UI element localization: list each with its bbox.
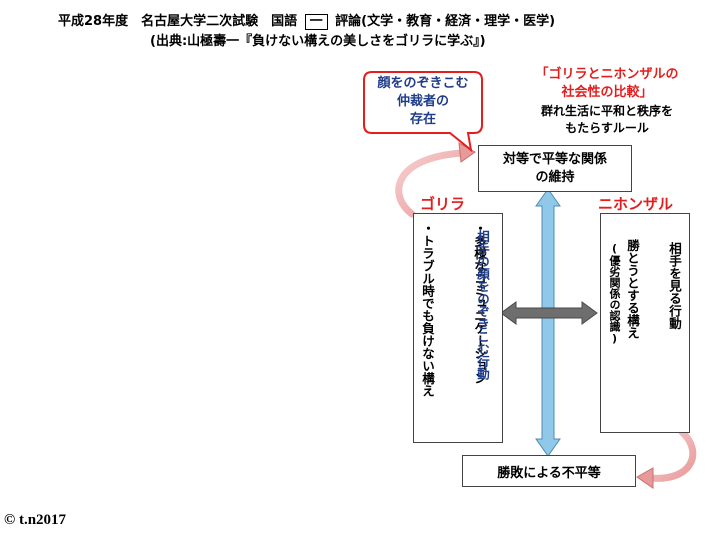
gorilla-line-2: ・トラブル時でも負けない構え <box>420 222 435 397</box>
monkey-box: 相手を見る行動 勝とうとする構え (優劣関係の認識) <box>600 213 690 433</box>
top-box: 対等で平等な関係 の維持 <box>478 145 632 192</box>
monkey-action: 相手を見る行動 <box>667 242 682 330</box>
top-box-text: 対等で平等な関係 の維持 <box>502 151 607 185</box>
comparison-title: 「ゴリラとニホンザルの 社会性の比較」 <box>535 67 679 100</box>
header-text-b: 評論(文学・教育・経済・理学・医学) <box>335 14 556 29</box>
header-boxed-number: 一 <box>304 14 328 30</box>
gorilla-action: 相手の顔をのぞきこむ行動 <box>475 230 490 380</box>
gorilla-label: ゴリラ <box>420 195 466 213</box>
monkey-line-1: 勝とうとする構え <box>625 239 640 339</box>
bottom-box-text: 勝敗による不平等 <box>497 465 601 481</box>
bottom-box: 勝敗による不平等 <box>462 455 636 487</box>
horizontal-double-arrow <box>500 301 598 325</box>
callout-text: 顔をのぞきこむ 仲裁者の 存在 <box>377 76 469 127</box>
monkey-line-2: (優劣関係の認識) <box>608 242 621 345</box>
vertical-double-arrow <box>535 188 561 457</box>
header-text-a: 平成28年度 名古屋大学二次試験 国語 <box>58 14 298 29</box>
comparison-subtitle: 群れ生活に平和と秩序を もたらすルール <box>540 104 673 135</box>
monkey-label: ニホンザル <box>598 195 674 213</box>
curved-arrow-monkey-head <box>636 467 654 489</box>
copyright: © t.n2017 <box>4 512 67 528</box>
header-line-1: 平成28年度 名古屋大学二次試験 国語 一 評論(文学・教育・経済・理学・医学) <box>58 10 555 30</box>
gorilla-box: ・多様なコミュニケーション ・トラブル時でも負けない構え <box>413 213 503 443</box>
curved-arrow-monkey-to-bottom <box>646 428 697 482</box>
header-line-2: (出典:山極壽一『負けない構えの美しさをゴリラに学ぶ』) <box>150 34 486 49</box>
curved-arrow-gorilla-to-top <box>395 149 466 218</box>
callout-bubble <box>363 71 483 153</box>
gorilla-line-1: ・多様なコミュニケーション <box>472 222 487 385</box>
